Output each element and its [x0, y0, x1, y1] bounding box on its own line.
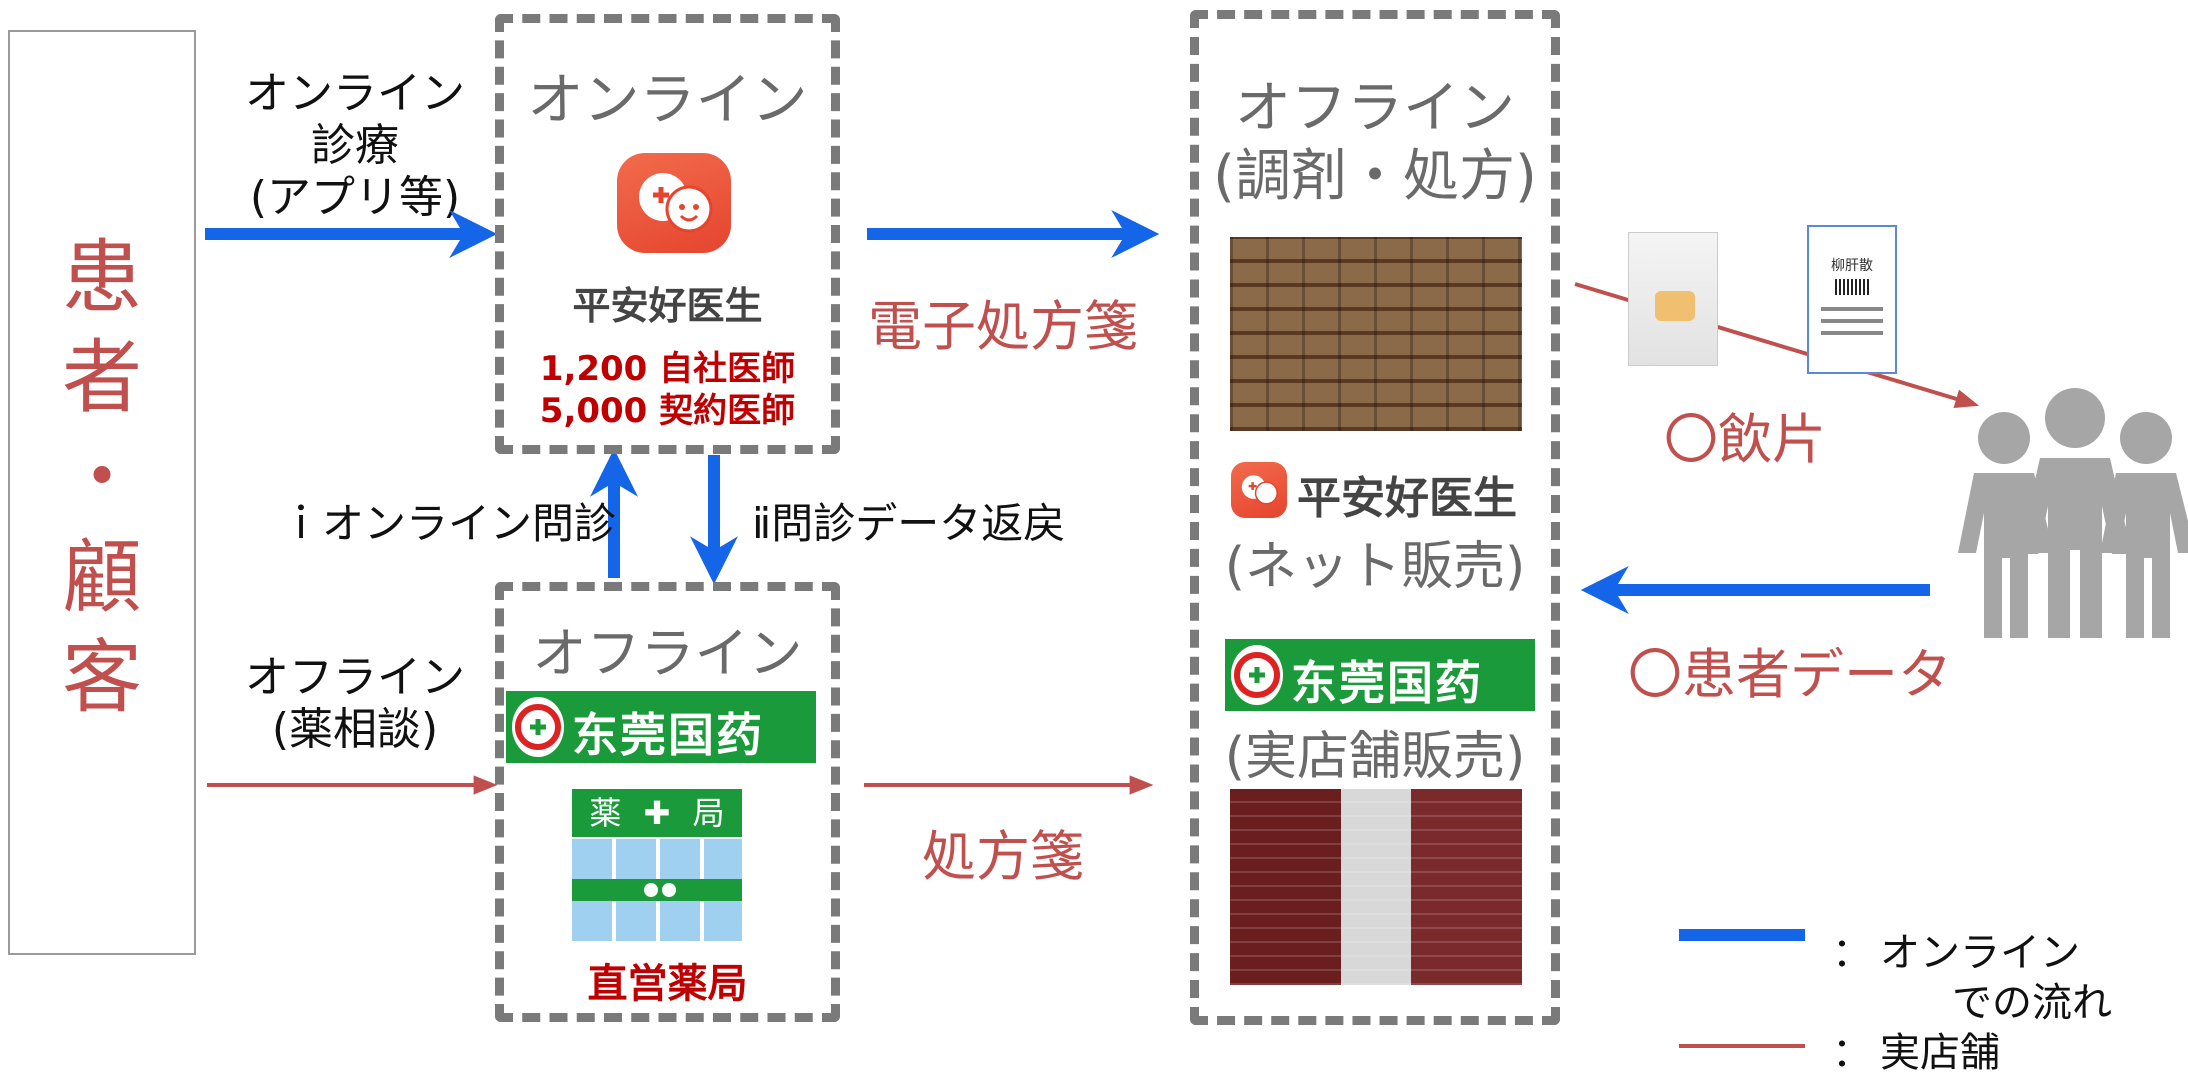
dongguan-banner-right: 东莞国药	[1225, 639, 1535, 711]
legend-lines	[1679, 929, 1805, 1048]
prescription-label: 処方箋	[922, 825, 1084, 888]
net-sales-label: (ネット販売)	[1224, 537, 1526, 597]
dispensing-title-1: オフライン	[1235, 76, 1515, 141]
pingan-brand-text: 平安好医生	[1297, 473, 1517, 524]
dongguan-logo-icon-right	[1231, 645, 1283, 705]
product-box-text: 柳肝散	[1831, 258, 1873, 274]
dongguan-logo-icon	[512, 697, 564, 757]
storefront-dot-left	[644, 883, 658, 897]
direct-pharmacy-caption: 直営薬局	[587, 961, 748, 1007]
pharmacy-sign-left: 薬	[589, 794, 622, 832]
prescription-label-image: 柳肝散	[1807, 225, 1897, 374]
offline-consult-label: オフライン (薬相談)	[220, 652, 490, 756]
herbal-slices-label: 〇飲片	[1664, 408, 1826, 471]
herbal-pack-contents	[1655, 291, 1695, 321]
pharmacy-storefront-image	[572, 839, 742, 941]
label-line-3	[1821, 331, 1883, 335]
legend-store-text: 実店舗	[1880, 1030, 2000, 1076]
herbal-pack-image	[1628, 232, 1718, 366]
patient-char-4: 客	[62, 631, 142, 724]
e-prescription-label: 電子処方箋	[868, 295, 1138, 358]
label-line-1	[1821, 307, 1883, 311]
dispensing-title-2: (調剤・処方)	[1213, 144, 1537, 209]
offline-consult-line2: (薬相談)	[271, 704, 439, 755]
dongguan-banner: 东莞国药	[506, 691, 816, 763]
patient-box: 患 者 ・ 顧 客	[8, 30, 196, 955]
online-consult-line1: オンライン	[245, 68, 465, 119]
herb-drawers-photo	[1230, 237, 1522, 431]
online-consult-line2: 診療	[311, 120, 399, 171]
online-box-brand: 平安好医生	[572, 284, 763, 328]
legend-store-sep: ：	[1832, 1030, 1872, 1076]
offline-pharmacy-box: オフライン 东莞国药 薬 ✚ 局 直営薬局	[495, 582, 840, 1022]
legend-online-text-1: オンライン	[1880, 930, 2080, 976]
online-inquiry-label: ｉオンライン問診	[280, 499, 617, 548]
legend-online-sep: ：	[1832, 930, 1872, 976]
herb-drawers-grid	[1230, 237, 1522, 431]
barcode-icon	[1835, 279, 1869, 295]
patient-char-1: 患	[62, 231, 142, 324]
label-line-2	[1821, 319, 1883, 323]
patient-char-2: 者	[62, 331, 142, 424]
online-platform-box: オンライン 平安好医生 1,200 自社医師 5,000 契約医師	[495, 14, 840, 454]
dongguan-banner-text: 东莞国药	[572, 708, 764, 762]
pharmacy-cross-icon: ✚	[643, 794, 671, 832]
offline-box-title: オフライン	[532, 622, 803, 685]
pingan-app-icon	[617, 153, 731, 253]
in-house-doctors-stat: 1,200 自社医師	[539, 349, 796, 389]
online-box-title: オンライン	[527, 68, 808, 133]
pharmacy-interior-photo	[1230, 789, 1522, 985]
offline-dispensing-box: オフライン (調剤・処方) 平安好医生 (ネット販売) 东莞国药 (実店舗販売)	[1190, 10, 1560, 1025]
dongguan-banner-right-text: 东莞国药	[1291, 656, 1483, 710]
contract-doctors-stat: 5,000 契約医師	[539, 391, 796, 431]
inquiry-data-return-label: ⅱ問診データ返戻	[752, 499, 1066, 548]
storefront-dot-right	[662, 883, 676, 897]
store-sales-label: (実店舗販売)	[1224, 727, 1526, 787]
pharmacy-sign-right: 局	[692, 794, 725, 832]
interior-shelf-lines	[1230, 789, 1522, 985]
pharmacy-sign: 薬 ✚ 局	[572, 789, 742, 837]
online-consult-label: オンライン 診療 (アプリ等)	[220, 68, 490, 224]
pingan-small-icon	[1231, 462, 1287, 518]
patient-char-3: 顧	[62, 531, 142, 624]
people-group-icon	[1958, 388, 2188, 638]
patient-data-label: 〇患者データ	[1628, 643, 1952, 706]
online-consult-line3: (アプリ等)	[249, 172, 461, 223]
legend-online-text-2: での流れ	[1952, 980, 2112, 1026]
offline-consult-line1: オフライン	[245, 652, 465, 703]
patient-dot: ・	[62, 431, 142, 524]
